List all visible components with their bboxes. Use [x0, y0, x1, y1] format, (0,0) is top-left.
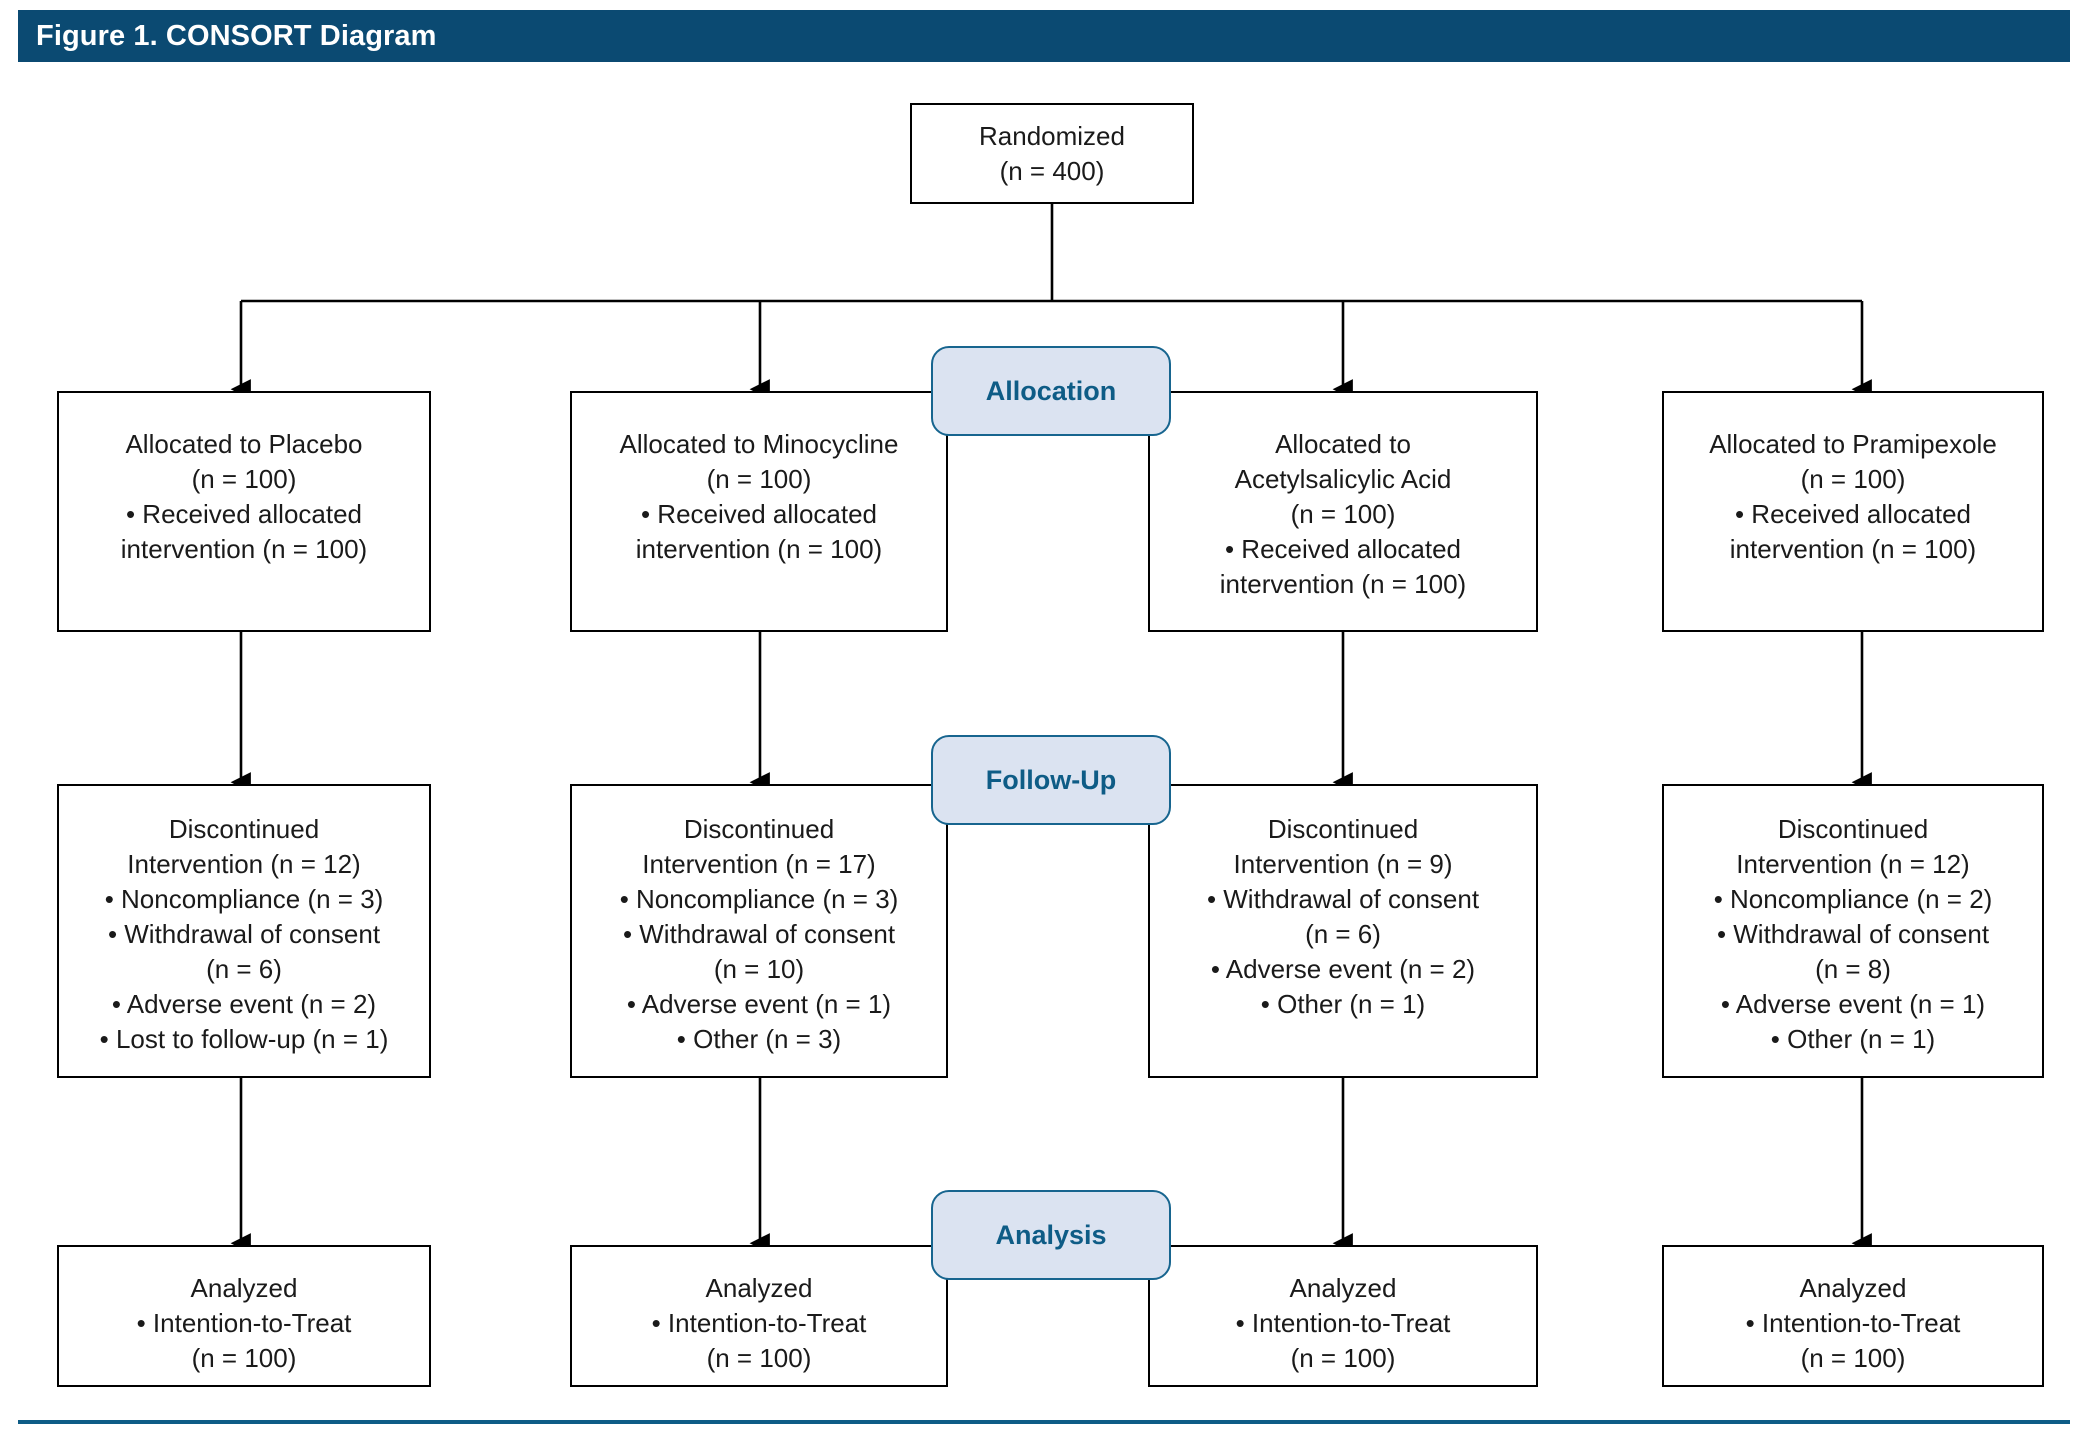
box-line: • Adverse event (n = 2)	[1210, 954, 1476, 984]
box-line: (n = 10)	[713, 954, 805, 984]
box-line: Analyzed	[1799, 1273, 1907, 1303]
box-line: • Noncompliance (n = 3)	[104, 884, 384, 914]
box-line: • Withdrawal of consent	[1206, 884, 1480, 914]
box-line: • Withdrawal of consent	[622, 919, 896, 949]
box-line: Discontinued	[1267, 814, 1419, 844]
box-followup-placebo: Discontinued Intervention (n = 12) • Non…	[57, 784, 431, 1078]
box-line: • Intention-to-Treat	[136, 1308, 352, 1338]
stage-badge-label: Allocation	[985, 375, 1117, 406]
figure-header-bar: Figure 1. CONSORT Diagram	[18, 10, 2070, 62]
box-line: (n = 100)	[191, 464, 297, 494]
box-analysis-acetylsalicylic-acid: Analyzed • Intention-to-Treat (n = 100)	[1148, 1245, 1538, 1387]
box-analysis-minocycline: Analyzed • Intention-to-Treat (n = 100)	[570, 1245, 948, 1387]
box-analysis-pramipexole: Analyzed • Intention-to-Treat (n = 100)	[1662, 1245, 2044, 1387]
box-line: • Withdrawal of consent	[107, 919, 381, 949]
box-line: intervention (n = 100)	[1729, 534, 1977, 564]
box-line: (n = 100)	[1800, 1343, 1906, 1373]
box-followup-pramipexole: Discontinued Intervention (n = 12) • Non…	[1662, 784, 2044, 1078]
stage-badge-label: Follow-Up	[985, 764, 1117, 795]
box-line: Allocated to Placebo	[125, 429, 363, 459]
box-allocation-pramipexole: Allocated to Pramipexole (n = 100) • Rec…	[1662, 391, 2044, 632]
box-line: Analyzed	[705, 1273, 813, 1303]
box-line: (n = 400)	[999, 155, 1105, 186]
box-line: Discontinued	[1777, 814, 1929, 844]
box-line: • Lost to follow-up (n = 1)	[99, 1024, 389, 1054]
box-line: (n = 100)	[191, 1343, 297, 1373]
box-line: • Received allocated	[1734, 499, 1972, 529]
box-line: Analyzed	[1289, 1273, 1397, 1303]
box-line: (n = 8)	[1815, 954, 1891, 984]
box-line: Intervention (n = 12)	[127, 849, 361, 879]
box-line: Allocated to Minocycline	[619, 429, 899, 459]
box-line: Intervention (n = 17)	[642, 849, 876, 879]
box-line: Intervention (n = 12)	[1736, 849, 1970, 879]
stage-badge-label: Analysis	[995, 1219, 1107, 1250]
stage-badge-allocation: Allocation	[931, 346, 1171, 436]
box-line: intervention (n = 100)	[635, 534, 883, 564]
box-line: Intervention (n = 9)	[1233, 849, 1453, 879]
stage-badge-followup: Follow-Up	[931, 735, 1171, 825]
box-line: • Other (n = 3)	[676, 1024, 842, 1054]
box-line: (n = 100)	[706, 464, 812, 494]
box-line: Discontinued	[683, 814, 835, 844]
footer-rule	[18, 1420, 2070, 1424]
stage-badge-analysis: Analysis	[931, 1190, 1171, 1280]
page-title: Figure 1. CONSORT Diagram	[36, 19, 437, 52]
box-line: Allocated to Pramipexole	[1709, 429, 1997, 459]
box-analysis-placebo: Analyzed • Intention-to-Treat (n = 100)	[57, 1245, 431, 1387]
box-line: • Intention-to-Treat	[1235, 1308, 1451, 1338]
box-line: (n = 100)	[1800, 464, 1906, 494]
box-line: • Received allocated	[640, 499, 878, 529]
box-followup-acetylsalicylic-acid: Discontinued Intervention (n = 9) • With…	[1148, 784, 1538, 1078]
box-line: • Received allocated	[125, 499, 363, 529]
box-line: • Other (n = 1)	[1260, 989, 1426, 1019]
box-line: Discontinued	[168, 814, 320, 844]
box-line: intervention (n = 100)	[120, 534, 368, 564]
box-line: Acetylsalicylic Acid	[1234, 464, 1452, 494]
box-line: intervention (n = 100)	[1219, 569, 1467, 599]
box-line: • Intention-to-Treat	[1745, 1308, 1961, 1338]
box-line: • Other (n = 1)	[1770, 1024, 1936, 1054]
box-allocation-minocycline: Allocated to Minocycline (n = 100) • Rec…	[570, 391, 948, 632]
box-line: Allocated to	[1275, 429, 1411, 459]
box-line: • Intention-to-Treat	[651, 1308, 867, 1338]
box-line: (n = 100)	[706, 1343, 812, 1373]
box-followup-minocycline: Discontinued Intervention (n = 17) • Non…	[570, 784, 948, 1078]
box-line: (n = 100)	[1290, 1343, 1396, 1373]
box-line: • Received allocated	[1224, 534, 1462, 564]
box-line: • Adverse event (n = 1)	[1720, 989, 1986, 1019]
box-allocation-placebo: Allocated to Placebo (n = 100) • Receive…	[57, 391, 431, 632]
box-line: (n = 6)	[1305, 919, 1381, 949]
box-line: • Withdrawal of consent	[1716, 919, 1990, 949]
box-allocation-acetylsalicylic-acid: Allocated to Acetylsalicylic Acid (n = 1…	[1148, 391, 1538, 632]
box-line: • Noncompliance (n = 3)	[619, 884, 899, 914]
box-randomized: Randomized (n = 400)	[910, 103, 1194, 204]
box-line: • Adverse event (n = 1)	[626, 989, 892, 1019]
box-line: Randomized	[979, 120, 1125, 151]
box-line: (n = 100)	[1290, 499, 1396, 529]
box-line: • Adverse event (n = 2)	[111, 989, 377, 1019]
box-line: • Noncompliance (n = 2)	[1713, 884, 1993, 914]
box-line: Analyzed	[190, 1273, 298, 1303]
box-line: (n = 6)	[206, 954, 282, 984]
